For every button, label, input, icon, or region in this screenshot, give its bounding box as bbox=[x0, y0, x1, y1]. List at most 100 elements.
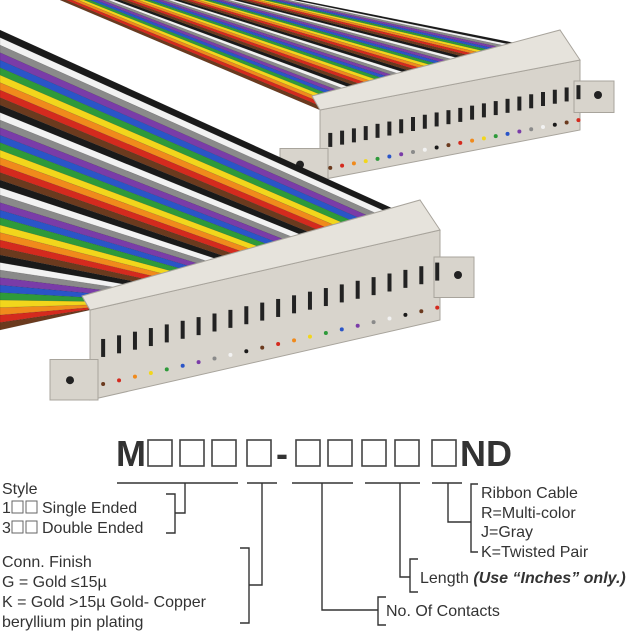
contact-slot bbox=[148, 328, 153, 347]
part-number-suffix: ND bbox=[460, 433, 512, 474]
wire-end bbox=[375, 156, 380, 161]
wire-end bbox=[411, 150, 415, 154]
contact-slot bbox=[411, 117, 415, 131]
wire-end bbox=[307, 334, 312, 339]
wire-end bbox=[371, 320, 376, 325]
contact-slot bbox=[517, 96, 522, 111]
code-box bbox=[295, 439, 321, 467]
part-number-separator: - bbox=[276, 433, 288, 474]
contact-slot bbox=[212, 313, 217, 332]
wire-end bbox=[541, 125, 545, 129]
contact-slot bbox=[244, 306, 249, 325]
code-box bbox=[211, 439, 237, 467]
contact-slot bbox=[371, 277, 376, 296]
style-code-3: 3 bbox=[2, 520, 11, 537]
contact-slot bbox=[339, 284, 344, 303]
code-box bbox=[361, 439, 387, 467]
contact-slot bbox=[387, 121, 392, 136]
mounting-flange bbox=[573, 80, 615, 113]
mounting-hole bbox=[594, 91, 602, 99]
contact-slot bbox=[228, 309, 233, 328]
wire-end bbox=[564, 120, 569, 125]
style-option-single: Single Ended bbox=[42, 500, 137, 517]
wire-end bbox=[399, 152, 404, 157]
contact-slot bbox=[446, 110, 451, 125]
wire-end bbox=[339, 327, 344, 332]
connector-top bbox=[81, 199, 441, 311]
cable-title: Ribbon Cable bbox=[481, 485, 578, 502]
contact-slot bbox=[180, 320, 185, 339]
wire-end bbox=[351, 161, 356, 166]
contacts-label: No. Of Contacts bbox=[386, 603, 500, 620]
contact-slot bbox=[260, 302, 265, 321]
wire-end bbox=[552, 122, 557, 127]
contact-slot bbox=[505, 98, 510, 113]
contact-slot bbox=[387, 273, 392, 292]
contact-slot bbox=[552, 89, 557, 104]
upper-connector bbox=[279, 29, 615, 181]
contact-slot bbox=[328, 132, 333, 147]
cable-option-r: R=Multi-color bbox=[481, 505, 576, 522]
contact-slot bbox=[323, 288, 328, 307]
wire-end bbox=[292, 338, 297, 343]
contact-slot bbox=[276, 298, 281, 317]
contact-slot bbox=[132, 331, 137, 350]
wire-end bbox=[458, 140, 463, 145]
wire-end bbox=[276, 341, 281, 346]
wire-end bbox=[419, 309, 424, 314]
wire-end bbox=[481, 136, 486, 141]
contact-slot bbox=[307, 291, 312, 310]
contact-slot bbox=[493, 101, 498, 116]
wire-end bbox=[244, 349, 249, 354]
contact-slot bbox=[292, 295, 297, 314]
contact-slot bbox=[564, 87, 569, 102]
wire-end bbox=[529, 127, 534, 132]
wire-end bbox=[212, 356, 217, 361]
mounting-hole bbox=[454, 271, 462, 279]
wire-end bbox=[403, 312, 408, 317]
contact-slot bbox=[529, 94, 534, 109]
finish-option-g: G = Gold ≤15µ bbox=[2, 574, 107, 591]
wire-end bbox=[363, 159, 368, 164]
upper-ribbon-cable bbox=[59, 0, 576, 111]
code-box bbox=[431, 439, 457, 467]
wire-end bbox=[435, 305, 440, 310]
contact-slot bbox=[101, 338, 106, 357]
length-label: Length (Use “Inches” only.) bbox=[420, 570, 626, 587]
style-code-1: 1 bbox=[2, 500, 11, 517]
finish-option-k: K = Gold >15µ Gold- Copper bbox=[2, 594, 207, 611]
contact-slot bbox=[458, 107, 463, 122]
wire-end bbox=[355, 323, 360, 328]
wire-end bbox=[517, 129, 522, 134]
contact-slot bbox=[375, 123, 380, 138]
contact-slot bbox=[576, 85, 581, 100]
leader-lines bbox=[117, 482, 478, 626]
wire-end bbox=[260, 345, 265, 350]
wire-end bbox=[148, 371, 153, 376]
wire-end bbox=[446, 143, 451, 148]
wire-end bbox=[323, 331, 328, 336]
code-box bbox=[147, 439, 173, 467]
code-box bbox=[394, 439, 420, 467]
contact-slot bbox=[164, 324, 169, 343]
contact-slot bbox=[481, 103, 486, 118]
cable-option-j: J=Gray bbox=[481, 524, 533, 541]
finish-title: Conn. Finish bbox=[2, 554, 92, 571]
wire-end bbox=[576, 118, 581, 123]
wire-end bbox=[505, 131, 510, 136]
contact-slot bbox=[117, 335, 122, 354]
wire-end bbox=[340, 163, 345, 168]
wire-end bbox=[180, 363, 185, 368]
mounting-flange bbox=[49, 359, 99, 401]
contact-slot bbox=[422, 114, 427, 129]
wire-end bbox=[117, 378, 122, 383]
contact-slot bbox=[470, 105, 475, 120]
part-number-prefix: M bbox=[116, 433, 146, 474]
contact-slot bbox=[196, 317, 201, 336]
mounting-hole bbox=[66, 376, 74, 385]
contact-slot bbox=[340, 130, 345, 145]
contact-slot bbox=[355, 280, 360, 299]
code-box bbox=[327, 439, 353, 467]
